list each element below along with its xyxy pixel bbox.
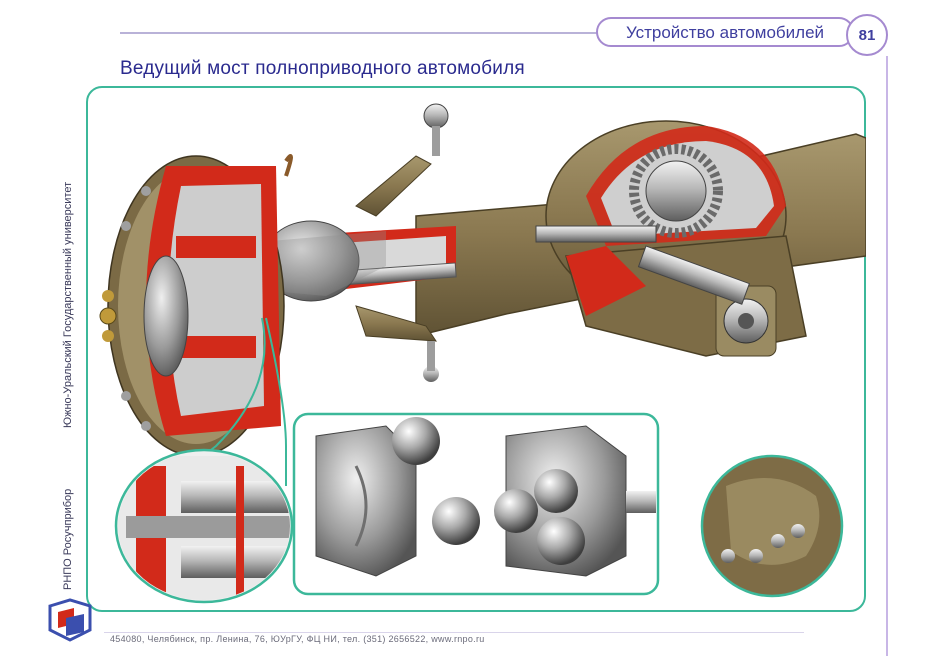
axle-illustration — [99, 103, 866, 604]
inset-bearing-detail — [114, 448, 294, 604]
section-header: Устройство автомобилей — [596, 17, 854, 47]
wheel-hub-cutaway — [99, 155, 285, 457]
page-number: 81 — [858, 27, 876, 44]
inset-bolts-detail — [700, 454, 844, 598]
inset-cv-joint — [292, 412, 660, 596]
callout-line-2 — [265, 317, 287, 486]
page-number-badge: 81 — [846, 14, 888, 56]
differential-cutaway — [535, 126, 786, 316]
footer-address: 454080, Челябинск, пр. Ленина, 76, ЮУрГУ… — [110, 634, 485, 644]
publisher-label: РНПО Росучприбор — [62, 488, 74, 590]
section-title: Устройство автомобилей — [625, 23, 825, 42]
publisher-logo-icon — [48, 598, 92, 642]
footer-rule — [104, 632, 804, 633]
page-title: Ведущий мост полноприводного автомобиля — [120, 58, 525, 79]
header-rule — [120, 32, 600, 34]
page-edge-rule — [886, 56, 888, 656]
university-label: Южно-Уральский Государственный университ… — [62, 181, 74, 428]
